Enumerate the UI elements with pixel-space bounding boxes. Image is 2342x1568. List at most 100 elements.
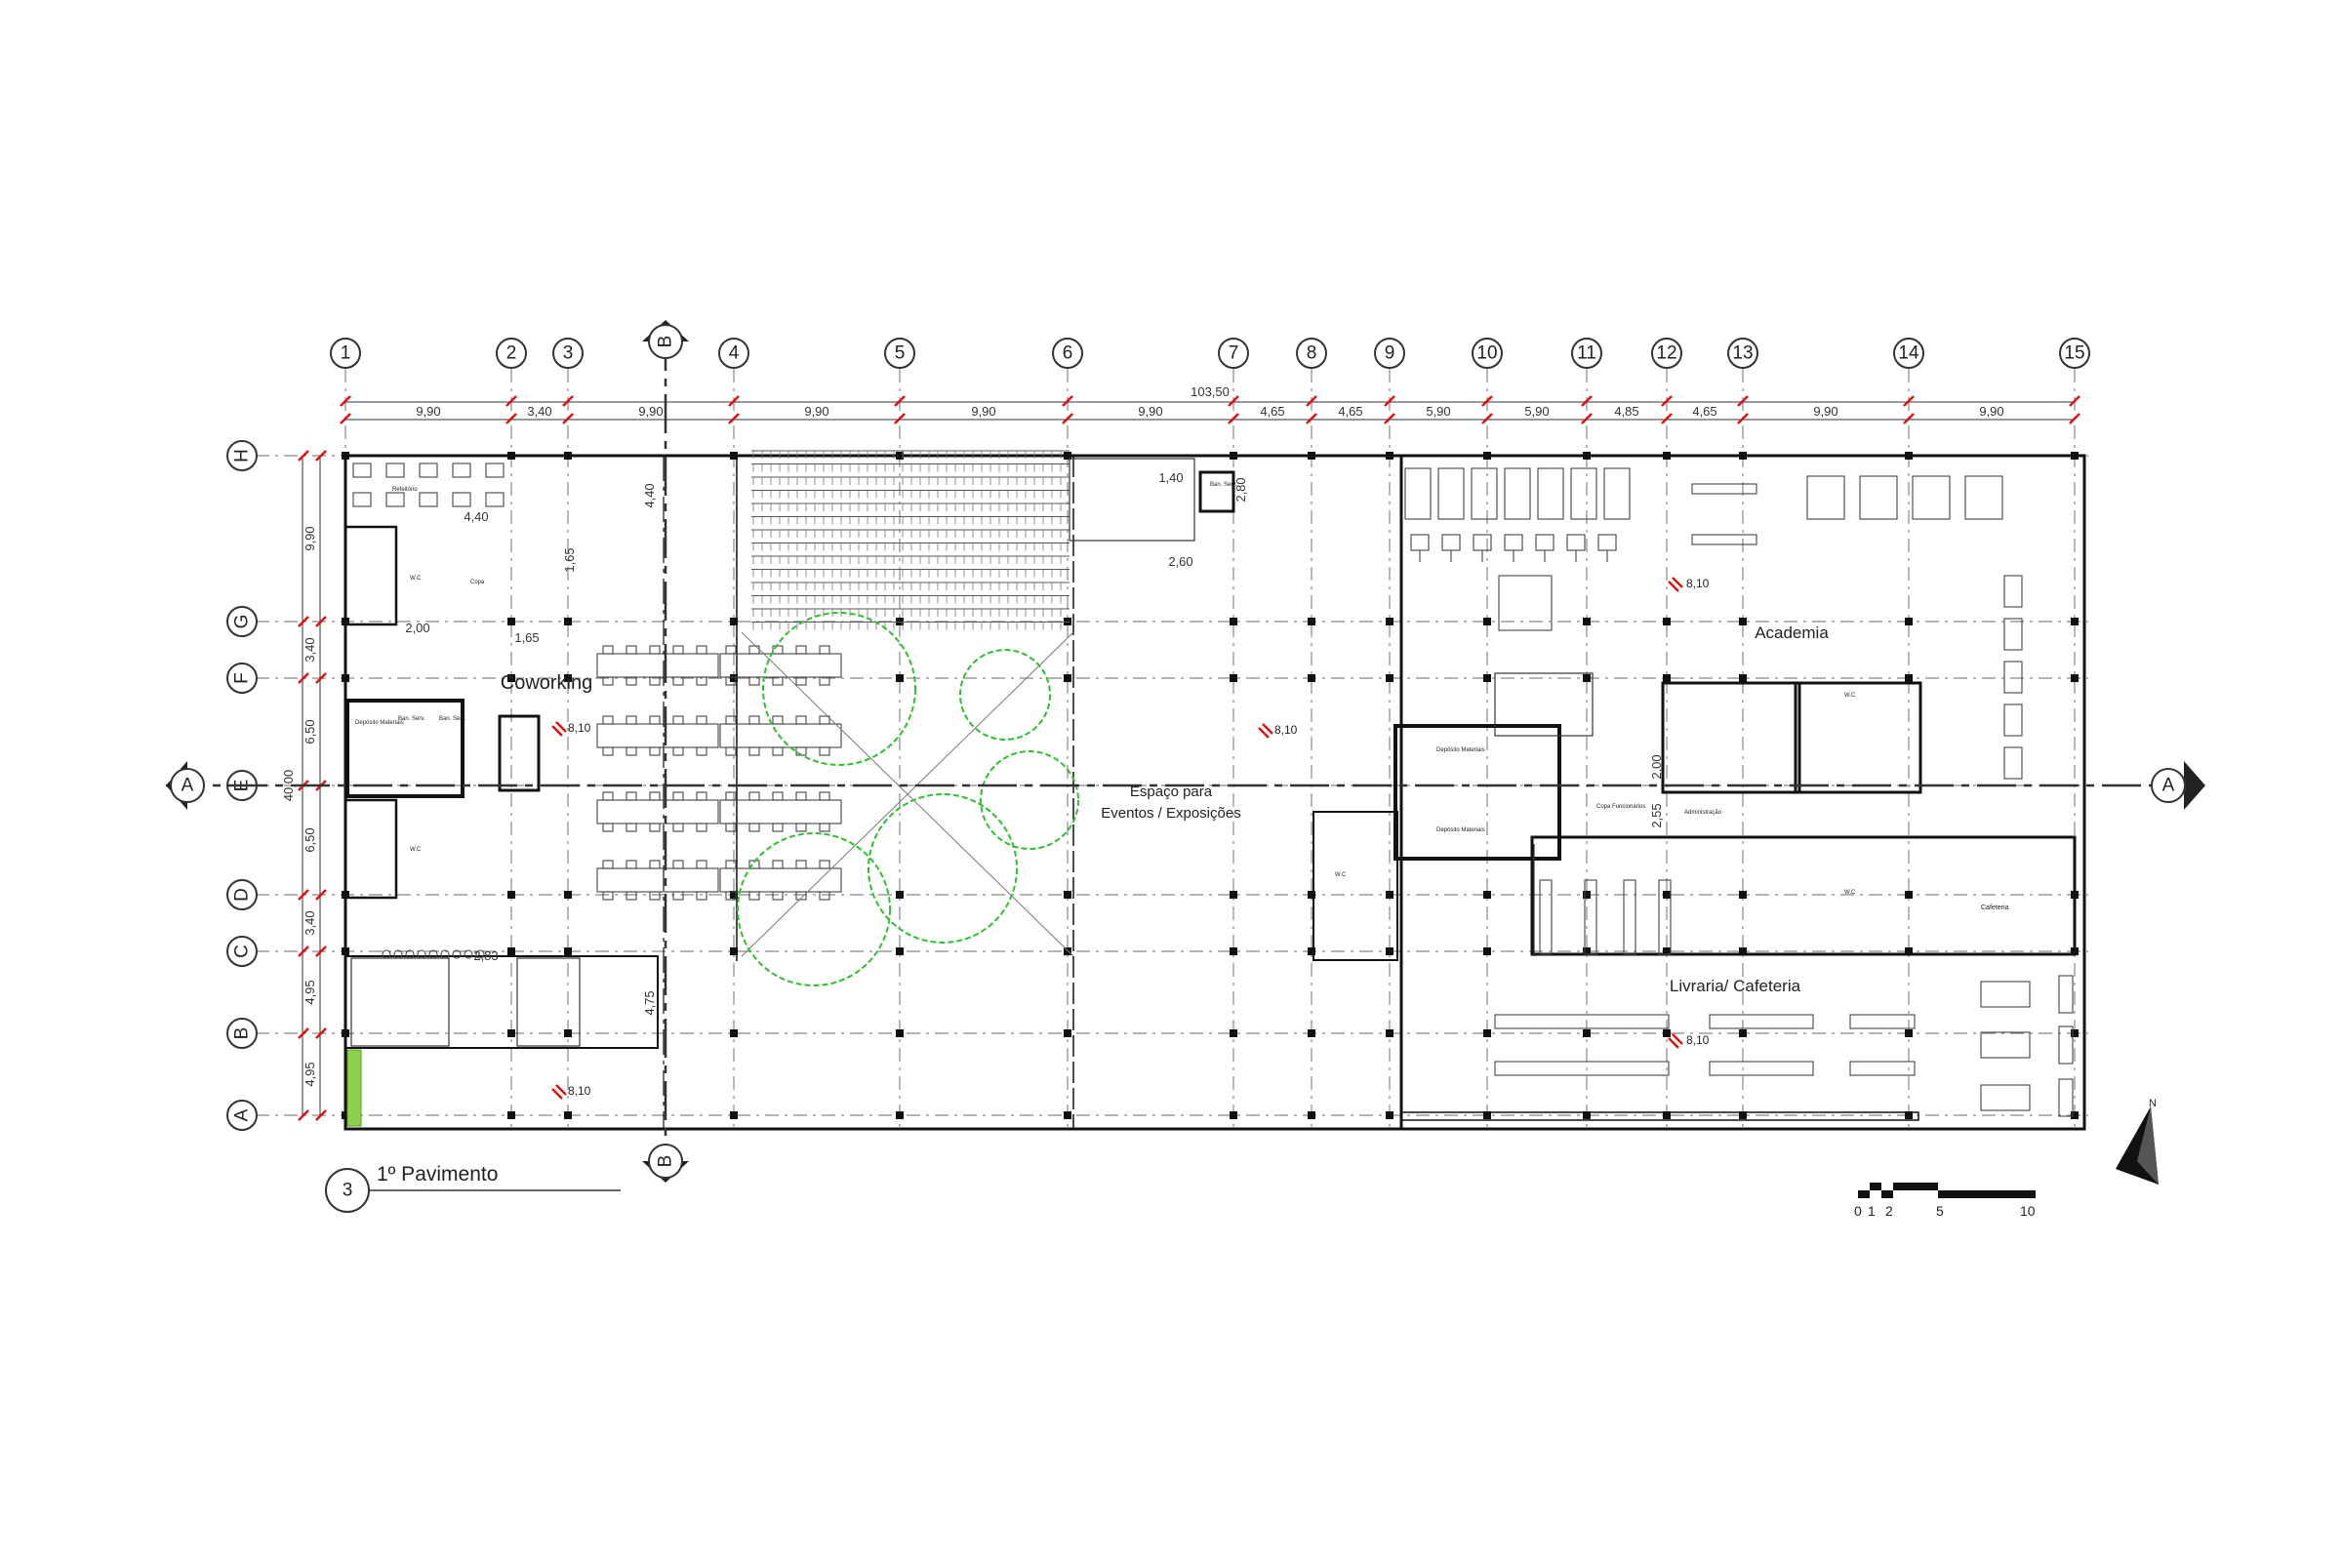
north-arrow-icon: N (2116, 1098, 2159, 1185)
desk (596, 723, 719, 748)
refeitorio-table (352, 492, 372, 507)
gym-equipment (1404, 467, 2023, 780)
pillar (1583, 1111, 1591, 1119)
top-dim-4: 9,90 (804, 404, 828, 419)
pillar (1583, 674, 1591, 682)
chair (696, 891, 707, 901)
chair (626, 746, 637, 756)
dim-tick (315, 889, 327, 901)
grid-label-col-7: 7 (1229, 343, 1239, 364)
dim-tick (298, 616, 309, 627)
pillar (1905, 1111, 1913, 1119)
grid-label-col-1: 1 (341, 343, 351, 364)
top-dim-12: 4,65 (1692, 404, 1716, 419)
chair (672, 645, 684, 655)
chair (819, 891, 830, 901)
pillar (1064, 674, 1071, 682)
dim-tick (728, 413, 740, 424)
dim-tick (1306, 413, 1317, 424)
grid-bubble-row-A (226, 1100, 258, 1131)
label-refeitorio: Refeitório (392, 487, 418, 493)
chair (602, 791, 614, 801)
left-dim-4: 6,50 (303, 827, 317, 852)
level-mark-terrace: 8,10 (568, 1084, 591, 1098)
left-dim-3: 6,50 (303, 719, 317, 744)
chair (626, 860, 637, 869)
dim-tick (1384, 413, 1395, 424)
pillar (1230, 1029, 1237, 1037)
chair (602, 860, 614, 869)
scale-label-5: 5 (1936, 1203, 1944, 1219)
chair (819, 823, 830, 832)
dim-tick (315, 1027, 327, 1039)
top-dim-1: 9,90 (416, 404, 440, 419)
grid-bubble-col-1 (330, 338, 361, 369)
top-dim-10: 5,90 (1524, 404, 1549, 419)
chair (819, 791, 830, 801)
grid-bubble-col-3 (552, 338, 584, 369)
dim-tick (894, 413, 906, 424)
label-ban-serv-1: Ban. Serv. (398, 716, 425, 722)
refeitorio-table (419, 462, 438, 478)
grid-label-row-A: A (232, 1108, 253, 1121)
pillar (1386, 1029, 1393, 1037)
label-wc-4: W.C (1844, 693, 1856, 699)
chair (626, 823, 637, 832)
inner-dim-4: 2,00 (405, 621, 429, 635)
grid-bubble-col-9 (1374, 338, 1405, 369)
chair (602, 891, 614, 901)
scale-label-10: 10 (2020, 1203, 2036, 1219)
pillar (730, 618, 738, 625)
dim-tick (315, 945, 327, 957)
desk (719, 799, 842, 824)
chair (819, 715, 830, 725)
total-width-label: 103,50 (1191, 384, 1230, 399)
inner-dim-1: 4,40 (464, 509, 488, 524)
pillar (1230, 891, 1237, 899)
locker (1437, 467, 1465, 520)
chair (649, 676, 661, 686)
scale-label-0: 0 (1854, 1203, 1862, 1219)
cafe-table (1980, 1031, 2031, 1059)
weight-machine (1912, 475, 1951, 520)
meeting-chair (428, 949, 438, 959)
left-dim-2: 3,40 (303, 637, 317, 662)
svg-text:B: B (656, 1155, 676, 1168)
pillar (1064, 891, 1071, 899)
grid-label-row-B: B (232, 1027, 253, 1040)
dim-tick (505, 413, 517, 424)
weight-machine (1806, 475, 1845, 520)
chair (772, 891, 784, 901)
chair (795, 823, 807, 832)
label-cafeteria: Cafeteria (1981, 905, 2009, 911)
chair (696, 645, 707, 655)
pillar (507, 1111, 515, 1119)
room-coworking: Coworking (501, 672, 592, 694)
grid-bubble-col-4 (718, 338, 749, 369)
chair (748, 715, 760, 725)
pillar (1308, 674, 1315, 682)
pillar (1739, 674, 1747, 682)
grid-label-col-12: 12 (1656, 343, 1676, 364)
weight-machine (1859, 475, 1898, 520)
chair (602, 715, 614, 725)
grid-bubble-col-6 (1052, 338, 1083, 369)
pillar (1483, 947, 1491, 955)
pillar (1483, 674, 1491, 682)
pillar (564, 618, 572, 625)
pillar (507, 618, 515, 625)
grid-label-col-8: 8 (1307, 343, 1317, 364)
grid-bubble-col-13 (1727, 338, 1758, 369)
north-label: N (2149, 1098, 2157, 1109)
chair (696, 676, 707, 686)
top-dim-5: 9,90 (971, 404, 995, 419)
chair (772, 676, 784, 686)
dim-tick (562, 413, 574, 424)
chair (672, 891, 684, 901)
pillar (507, 1029, 515, 1037)
top-dim-3: 9,90 (638, 404, 663, 419)
bench (1691, 483, 1757, 495)
grid-bubble-row-D (226, 879, 258, 910)
dim-tick (1661, 395, 1673, 407)
